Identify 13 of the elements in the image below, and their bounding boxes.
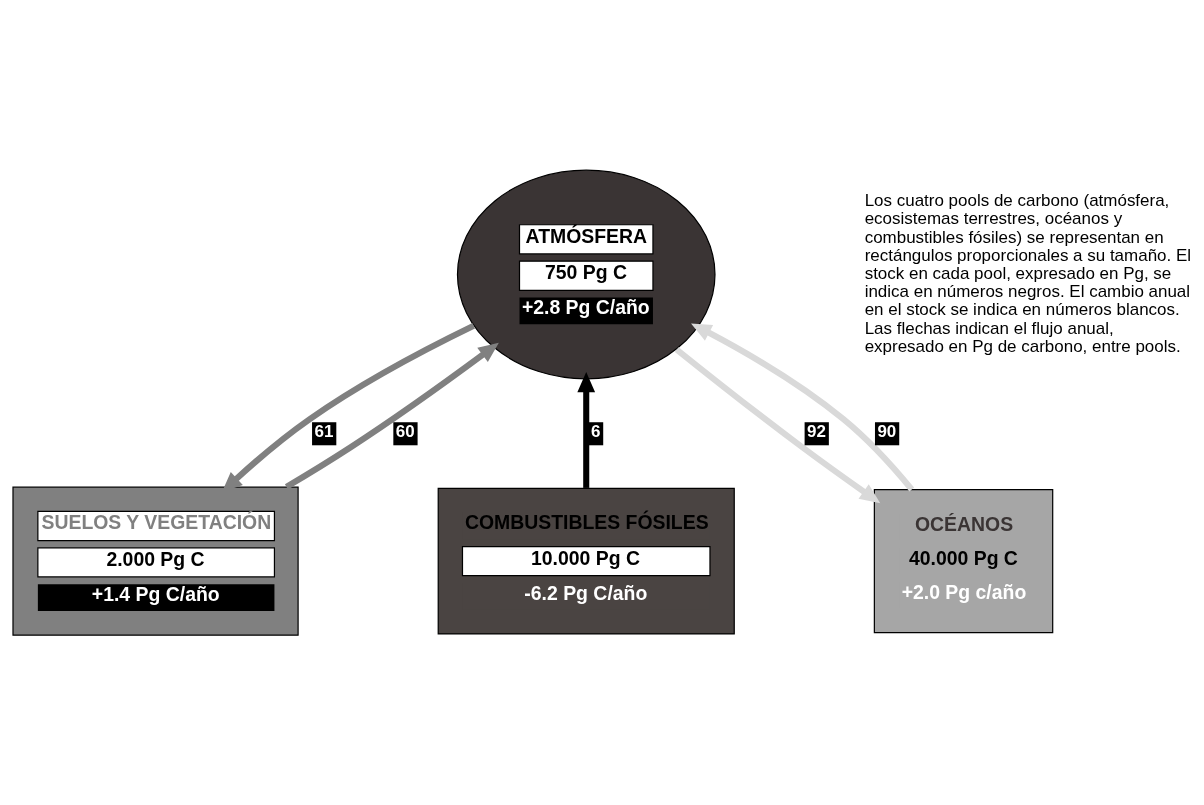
label: Los cuatro pools de carbono (atmósfera, ecosistemas terrestres, océanos y combustibles fósiles) se representan en rectángulos proporcionales a su tamaño. El stock en cada pool, expresado en Pg, se indica en números negros. El cambio anual en el stock se indica en números blancos. Las flechas indican el flujo anual, expresado en Pg de carbono, entre pools. xyxy=(864,191,1192,356)
arrow xyxy=(284,342,499,490)
node-box: SUELOS Y VEGETACIÓN 2.000 Pg C +1.4 Pg C/año xyxy=(12,486,299,636)
edge-label: 60 xyxy=(395,422,415,442)
edge-label: 6 xyxy=(591,422,601,442)
node-box: COMBUSTIBLES FÓSILES 10.000 Pg C -6.2 Pg C/año xyxy=(437,487,735,635)
arrow xyxy=(577,371,596,488)
edge-label: 61 xyxy=(314,422,334,442)
arrow xyxy=(674,347,881,504)
edge-label: 92 xyxy=(807,422,826,442)
arrow xyxy=(691,323,915,492)
node-box: OCÉANOS 40.000 Pg C +2.0 Pg c/año xyxy=(873,488,1054,634)
edge-label: 90 xyxy=(877,422,897,442)
